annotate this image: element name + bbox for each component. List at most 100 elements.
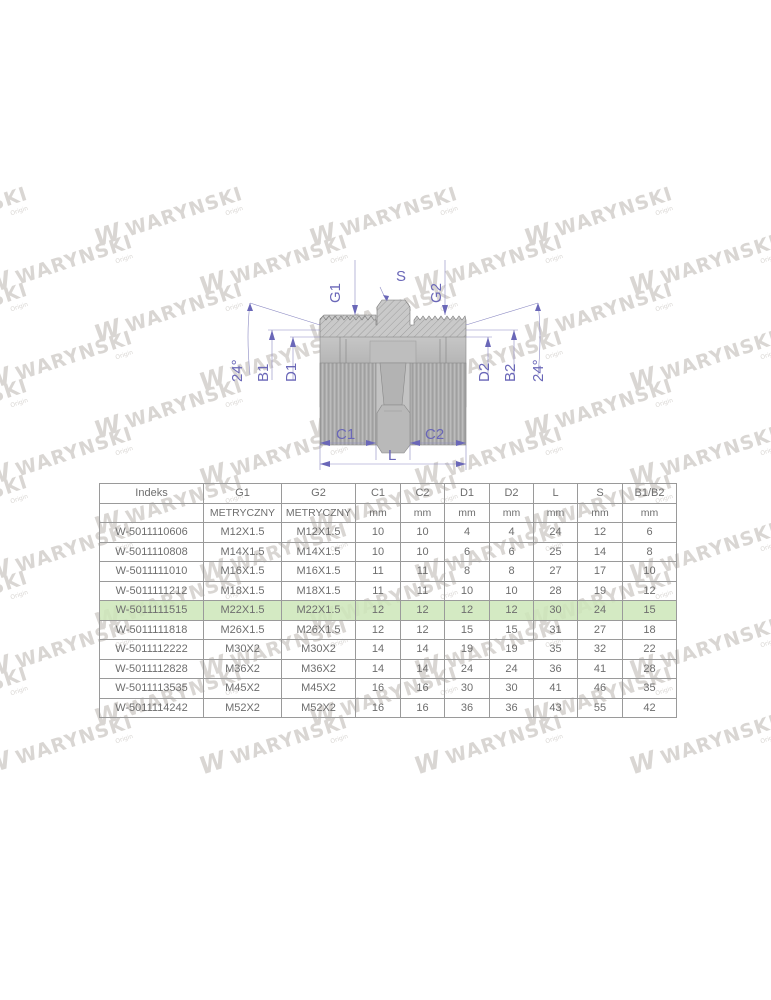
watermark-sub: Origin: [9, 588, 30, 602]
spec-cell: 12: [355, 600, 401, 621]
watermark-brand: WARYNSKI: [0, 278, 31, 338]
watermark-sub: Origin: [329, 732, 350, 746]
spec-cell: M14X1.5: [281, 541, 356, 562]
spec-cell: 10: [444, 580, 490, 601]
fitting-diagram: G1 G2 S 24° B1 D1 D2 B2 24° C1 C2 L: [229, 260, 547, 470]
spec-cell: 31: [533, 619, 578, 640]
spec-cell: M26X1.5: [203, 619, 282, 640]
spec-cell: 42: [622, 697, 677, 718]
spec-cell: 10: [355, 522, 401, 543]
spec-cell: 30: [444, 678, 490, 699]
header-l: L: [533, 483, 578, 504]
spec-cell: 11: [400, 580, 445, 601]
watermark-sub: Origin: [654, 204, 675, 218]
technical-drawing: G1 G2 S 24° B1 D1 D2 B2 24° C1 C2 L: [220, 255, 560, 475]
spec-cell: 4: [444, 522, 490, 543]
spec-cell: 17: [577, 561, 623, 582]
spec-cell: M26X1.5: [281, 619, 356, 640]
watermark-brand: WARYNSKI: [13, 422, 136, 482]
table-header-row: Indeks G1 G2 C1 C2 D1 D2 L S B1/B2: [99, 483, 677, 504]
header-g1: G1: [203, 483, 282, 504]
label-g1: G1: [327, 283, 344, 303]
spec-cell: 12: [400, 619, 445, 640]
spec-cell: 16: [400, 678, 445, 699]
watermark-sub: Origin: [544, 732, 565, 746]
unit-cell: mm: [489, 502, 534, 523]
spec-cell: 11: [400, 561, 445, 582]
spec-cell: 8: [444, 561, 490, 582]
spec-cell: 14: [355, 639, 401, 660]
unit-cell: mm: [400, 502, 445, 523]
unit-cell: [99, 502, 204, 523]
spec-cell: 10: [400, 541, 445, 562]
watermark-logo-icon: W: [0, 555, 9, 589]
watermark-logo-icon: W: [195, 747, 224, 781]
product-index-cell: W-5011113535: [99, 678, 204, 699]
spec-cell: 36: [444, 697, 490, 718]
spec-cell: 10: [400, 522, 445, 543]
header-d2: D2: [489, 483, 534, 504]
watermark-brand: WARYNSKI: [13, 326, 136, 386]
watermark-brand: WARYNSKI: [0, 182, 31, 242]
product-index-cell: W-5011111010: [99, 561, 204, 582]
spec-cell: 16: [355, 697, 401, 718]
watermark-logo-icon: W: [0, 651, 9, 685]
spec-cell: 30: [533, 600, 578, 621]
spec-cell: M22X1.5: [281, 600, 356, 621]
spec-cell: M52X2: [281, 697, 356, 718]
spec-cell: M12X1.5: [281, 522, 356, 543]
spec-cell: 14: [577, 541, 623, 562]
watermark-brand: WARYNSKI: [553, 278, 676, 338]
watermark-sub: Origin: [9, 684, 30, 698]
spec-cell: M36X2: [281, 658, 356, 679]
spec-cell: M18X1.5: [281, 580, 356, 601]
spec-cell: 8: [622, 541, 677, 562]
unit-cell: mm: [577, 502, 623, 523]
spec-cell: 22: [622, 639, 677, 660]
spec-cell: M36X2: [203, 658, 282, 679]
spec-cell: M30X2: [281, 639, 356, 660]
label-g2: G2: [428, 283, 445, 303]
unit-cell: METRYCZNY: [281, 502, 356, 523]
watermark-brand: WARYNSKI: [658, 422, 771, 482]
product-index-cell: W-5011110808: [99, 541, 204, 562]
spec-cell: 14: [400, 639, 445, 660]
spec-cell: 16: [355, 678, 401, 699]
watermark-sub: Origin: [759, 252, 771, 266]
spec-cell: 27: [577, 619, 623, 640]
label-c2: C2: [425, 426, 444, 443]
watermark-sub: Origin: [114, 444, 135, 458]
spec-cell: 6: [622, 522, 677, 543]
product-index-cell: W-5011110606: [99, 522, 204, 543]
spec-cell: M12X1.5: [203, 522, 282, 543]
product-index-cell: W-5011111818: [99, 619, 204, 640]
unit-cell: mm: [355, 502, 401, 523]
label-angle-left: 24°: [229, 359, 246, 382]
spec-cell: 41: [533, 678, 578, 699]
watermark-logo-icon: W: [625, 267, 654, 301]
watermark-brand: WARYNSKI: [338, 182, 461, 242]
spec-cell: 15: [489, 619, 534, 640]
watermark-brand: WARYNSKI: [0, 470, 31, 530]
spec-cell: 14: [355, 658, 401, 679]
watermark-brand: WARYNSKI: [13, 230, 136, 290]
